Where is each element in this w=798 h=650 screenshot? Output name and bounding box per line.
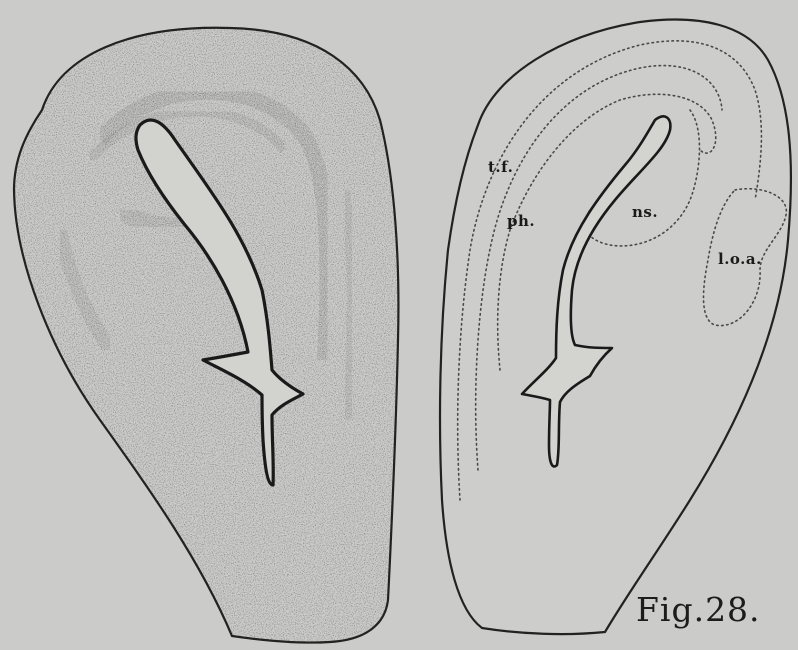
- label-ns: ns.: [632, 203, 658, 221]
- label-loa: l.o.a.: [718, 250, 762, 268]
- figure-caption: Fig.28.: [636, 590, 761, 629]
- left-section: [0, 0, 420, 650]
- label-ph: ph.: [507, 212, 535, 230]
- right-section: [440, 20, 791, 635]
- label-tf: t.f.: [488, 158, 513, 176]
